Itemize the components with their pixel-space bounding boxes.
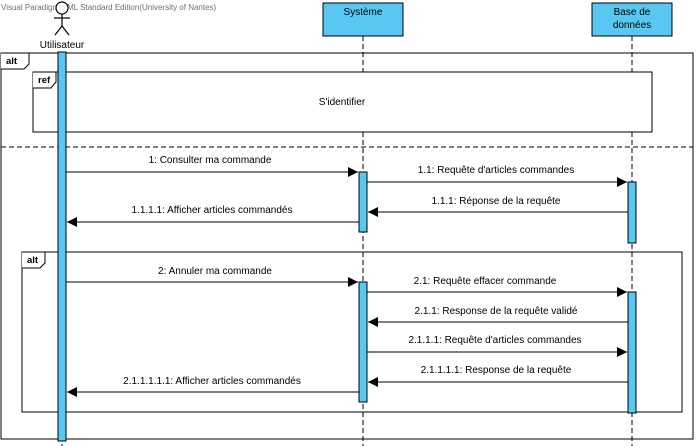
message-2-1-1[interactable]: 2.1.1: Response de la requête validé xyxy=(368,306,628,327)
message-2-1-1-1-label: 2.1.1.1: Requête d'articles commandes xyxy=(408,335,581,346)
message-1-1-1-label: 1.1.1: Réponse de la requête xyxy=(432,196,561,207)
message-2-1-1-1[interactable]: 2.1.1.1: Requête d'articles commandes xyxy=(367,335,627,357)
message-2[interactable]: 2: Annuler ma commande xyxy=(66,266,358,287)
fragment-inner-alt-tag: alt xyxy=(27,255,39,266)
message-1-label: 1: Consulter ma commande xyxy=(149,155,272,166)
activation-systeme-1[interactable] xyxy=(358,171,368,233)
activation-utilisateur[interactable] xyxy=(57,51,67,442)
message-2-1-1-1-1-1[interactable]: 2.1.1.1.1.1: Afficher articles commandés xyxy=(67,376,359,397)
message-2-1-1-1-1-label: 2.1.1.1.1: Response de la requête xyxy=(421,365,572,376)
participant-systeme[interactable]: Système xyxy=(322,2,404,37)
message-2-1-1-label: 2.1.1: Response de la requête validé xyxy=(415,306,578,317)
fragment-outer-alt-tag: alt xyxy=(6,56,18,67)
message-1[interactable]: 1: Consulter ma commande xyxy=(66,155,358,177)
message-2-1[interactable]: 2.1: Requête effacer commande xyxy=(367,276,627,297)
message-1-1-1[interactable]: 1.1.1: Réponse de la requête xyxy=(368,196,628,217)
message-2-label: 2: Annuler ma commande xyxy=(158,266,272,277)
watermark: Visual Paradigm UML Standard Edition(Uni… xyxy=(1,3,217,12)
message-1-1-1-1[interactable]: 1.1.1.1: Afficher articles commandés xyxy=(67,205,359,227)
fragment-ref-text: S'identifier xyxy=(319,97,366,108)
fragment-inner-alt[interactable]: alt xyxy=(21,251,683,413)
activation-bd-1[interactable] xyxy=(627,181,637,244)
activation-systeme-2[interactable] xyxy=(358,281,368,403)
actor-label: Utilisateur xyxy=(40,40,85,51)
fragment-ref[interactable]: ref S'identifier xyxy=(32,71,653,133)
message-2-1-1-1-1[interactable]: 2.1.1.1.1: Response de la requête xyxy=(368,365,628,387)
participant-bd-label-line1: Base de xyxy=(614,7,651,18)
message-2-1-label: 2.1: Requête effacer commande xyxy=(414,276,557,287)
actor-utilisateur[interactable]: Utilisateur xyxy=(40,1,85,51)
message-2-1-1-1-1-1-label: 2.1.1.1.1.1: Afficher articles commandés xyxy=(123,376,301,387)
message-1-1[interactable]: 1.1: Requête d'articles commandes xyxy=(367,165,627,187)
fragment-ref-tag: ref xyxy=(38,75,51,86)
fragment-outer-alt[interactable]: alt xyxy=(0,52,694,440)
message-1-1-label: 1.1: Requête d'articles commandes xyxy=(418,165,574,176)
activation-bd-2[interactable] xyxy=(627,291,637,414)
participant-base-de-donnees[interactable]: Base de données xyxy=(591,2,673,37)
participant-bd-label-line2: données xyxy=(613,20,651,31)
participant-systeme-label: Système xyxy=(344,7,383,18)
stick-figure-actor-icon xyxy=(54,1,70,36)
message-1-1-1-1-label: 1.1.1.1: Afficher articles commandés xyxy=(131,205,292,216)
